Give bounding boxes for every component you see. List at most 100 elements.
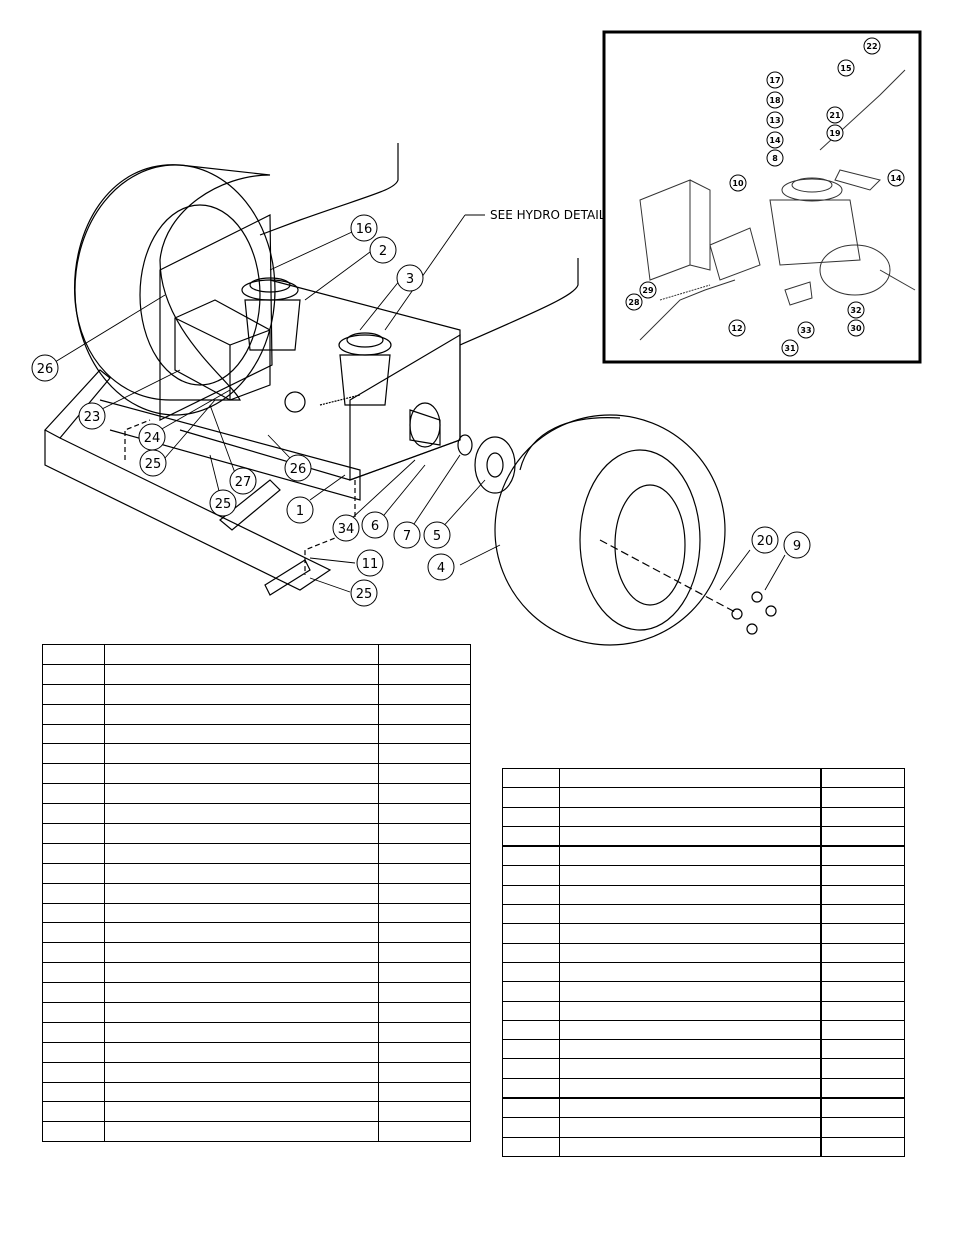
svg-text:25: 25: [145, 457, 162, 472]
qty-cell: [378, 803, 471, 825]
qty-cell: [820, 884, 905, 906]
inset-callout: 12: [728, 319, 746, 337]
item-cell: [502, 942, 560, 963]
table-row: [502, 767, 905, 789]
qty-cell: [378, 663, 471, 685]
description-cell: [104, 823, 379, 844]
item-cell: [42, 743, 105, 765]
callout: 4: [427, 553, 455, 581]
qty-cell: [378, 962, 471, 984]
svg-text:12: 12: [731, 324, 742, 333]
svg-text:22: 22: [866, 42, 877, 51]
item-cell: [502, 865, 560, 886]
svg-text:5: 5: [433, 529, 441, 544]
parts-table-right: [502, 767, 905, 1157]
item-cell: [502, 825, 560, 848]
table-row: [502, 1077, 905, 1100]
qty-cell: [820, 787, 905, 808]
svg-text:17: 17: [769, 76, 780, 85]
svg-text:14: 14: [890, 174, 902, 183]
table-row: [502, 845, 905, 867]
qty-cell: [378, 723, 471, 745]
item-cell: [502, 845, 560, 867]
qty-cell: [378, 763, 471, 785]
control-rod-left: [259, 143, 399, 236]
item-cell: [42, 922, 105, 944]
qty-cell: [378, 783, 471, 805]
table-row: [42, 922, 471, 944]
svg-text:21: 21: [829, 111, 841, 120]
table-row: [42, 783, 471, 805]
svg-text:18: 18: [769, 96, 781, 105]
hydro-detail-inset: 22 15 17 18 13 21 19 14 8 14 10 29 28 12…: [602, 30, 922, 364]
inset-callout: 14: [766, 131, 784, 149]
table-row: [42, 743, 471, 765]
item-cell: [502, 1136, 560, 1157]
callout: 11: [356, 549, 384, 577]
qty-cell: [820, 942, 905, 963]
table-row: [502, 1019, 905, 1041]
svg-text:6: 6: [371, 519, 379, 534]
qty-cell: [820, 825, 905, 848]
item-cell: [502, 767, 560, 789]
svg-text:2: 2: [379, 244, 387, 259]
svg-text:29: 29: [642, 286, 654, 295]
callout: 6: [361, 511, 389, 539]
inset-callout: 32: [847, 301, 865, 319]
callout: 34: [332, 514, 360, 542]
hydro-unit-left: [241, 277, 301, 351]
table-row: [502, 806, 905, 827]
item-cell: [42, 842, 105, 864]
description-cell: [104, 723, 379, 745]
inset-callout: 31: [781, 339, 799, 357]
table-row: [502, 1058, 905, 1079]
qty-cell: [378, 922, 471, 944]
qty-cell: [378, 982, 471, 1004]
control-rod-right: [459, 258, 579, 346]
qty-cell: [820, 904, 905, 925]
description-cell: [104, 803, 379, 825]
qty-cell: [378, 1021, 471, 1043]
table-row: [42, 803, 471, 825]
lug-nuts: [599, 539, 777, 635]
table-row: [502, 904, 905, 925]
qty-cell: [378, 942, 471, 964]
table-row: [42, 902, 471, 924]
table-row: [502, 923, 905, 944]
description-cell: [104, 763, 379, 785]
right-tire: [494, 414, 726, 646]
item-cell: [42, 882, 105, 904]
description-cell: [104, 922, 379, 944]
qty-cell: [820, 845, 905, 867]
description-cell: [559, 1136, 822, 1157]
svg-text:27: 27: [235, 475, 252, 490]
item-cell: [42, 683, 105, 705]
table-row: [42, 862, 471, 884]
battery: [174, 299, 271, 401]
item-cell: [42, 763, 105, 785]
table-row: [42, 1041, 471, 1063]
item-cell: [502, 1039, 560, 1060]
see-hydro-detail-label: SEE HYDRO DETAIL: [490, 208, 606, 222]
item-cell: [502, 981, 560, 1002]
qty-cell: [820, 1039, 905, 1060]
description-cell: [559, 845, 822, 867]
description-cell: [559, 1019, 822, 1041]
item-cell: [502, 961, 560, 983]
inset-callout: 14: [887, 169, 905, 187]
description-cell: [559, 981, 822, 1002]
description-cell: [559, 806, 822, 827]
svg-text:3: 3: [406, 272, 414, 287]
table-row: [502, 1136, 905, 1157]
svg-text:13: 13: [769, 116, 780, 125]
callout: 2: [369, 236, 397, 264]
item-cell: [502, 1058, 560, 1079]
inset-callout: 19: [826, 124, 844, 142]
table-row: [502, 865, 905, 886]
svg-text:4: 4: [437, 561, 445, 576]
item-cell: [42, 1061, 105, 1083]
description-cell: [559, 787, 822, 808]
callout: 16: [350, 214, 378, 242]
assembly-line: [304, 480, 356, 575]
qty-cell: [378, 882, 471, 904]
